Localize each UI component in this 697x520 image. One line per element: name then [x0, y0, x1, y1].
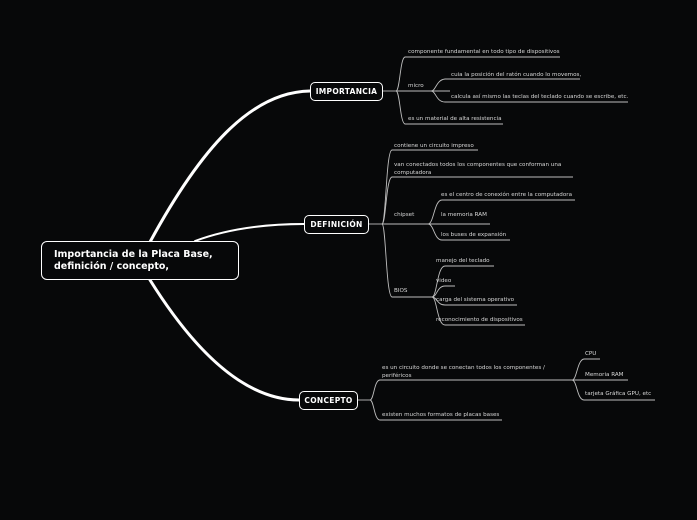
subtopic[interactable]: CPU — [585, 351, 597, 357]
subtopic-chipset[interactable]: chipset — [394, 212, 415, 218]
subtopic[interactable]: contiene un circuito impreso — [394, 143, 474, 149]
root-topic-label: Importancia de la Placa Base, definición… — [54, 248, 213, 272]
subtopic[interactable]: existen muchos formatos de placas bases — [382, 412, 500, 418]
subtopic[interactable]: es el centro de conexión entre la comput… — [441, 192, 573, 198]
subtopic[interactable]: es un circuito donde se conectan todos l… — [382, 365, 545, 379]
topic-concepto-label: CONCEPTO — [304, 396, 353, 405]
subtopic[interactable]: carga del sistema operativo — [436, 297, 515, 303]
topic-concepto[interactable]: CONCEPTO — [299, 391, 358, 410]
topic-definicion[interactable]: DEFINICIÓN — [304, 215, 369, 234]
subtopic[interactable]: video — [436, 278, 452, 284]
subtopic[interactable]: cuia la posición del ratón cuando lo mov… — [451, 72, 582, 78]
topic-importancia[interactable]: IMPORTANCIA — [310, 82, 383, 101]
subtopic[interactable]: la memoria RAM — [441, 212, 487, 218]
subtopic[interactable]: Memoria RAM — [585, 372, 624, 378]
subtopic[interactable]: tarjeta Gráfica GPU, etc — [585, 391, 652, 397]
subtopic[interactable]: van conectados todos los componentes que… — [394, 162, 562, 176]
subtopic[interactable]: componente fundamental en todo tipo de d… — [408, 49, 560, 55]
subtopic[interactable]: manejo del teclado — [436, 258, 490, 264]
subtopic-bios[interactable]: BIOS — [394, 288, 408, 294]
root-topic[interactable]: Importancia de la Placa Base, definición… — [41, 241, 239, 280]
subtopic[interactable]: los buses de expansión — [441, 232, 507, 238]
topic-definicion-label: DEFINICIÓN — [310, 220, 363, 229]
subtopic[interactable]: es un material de alta resistencia — [408, 116, 502, 122]
subtopic-micro[interactable]: micro — [408, 83, 424, 89]
topic-importancia-label: IMPORTANCIA — [315, 87, 378, 96]
subtopic[interactable]: reconocimiento de dispositivos — [436, 317, 523, 323]
subtopic[interactable]: calcula así mismo las teclas del teclado… — [451, 94, 629, 100]
